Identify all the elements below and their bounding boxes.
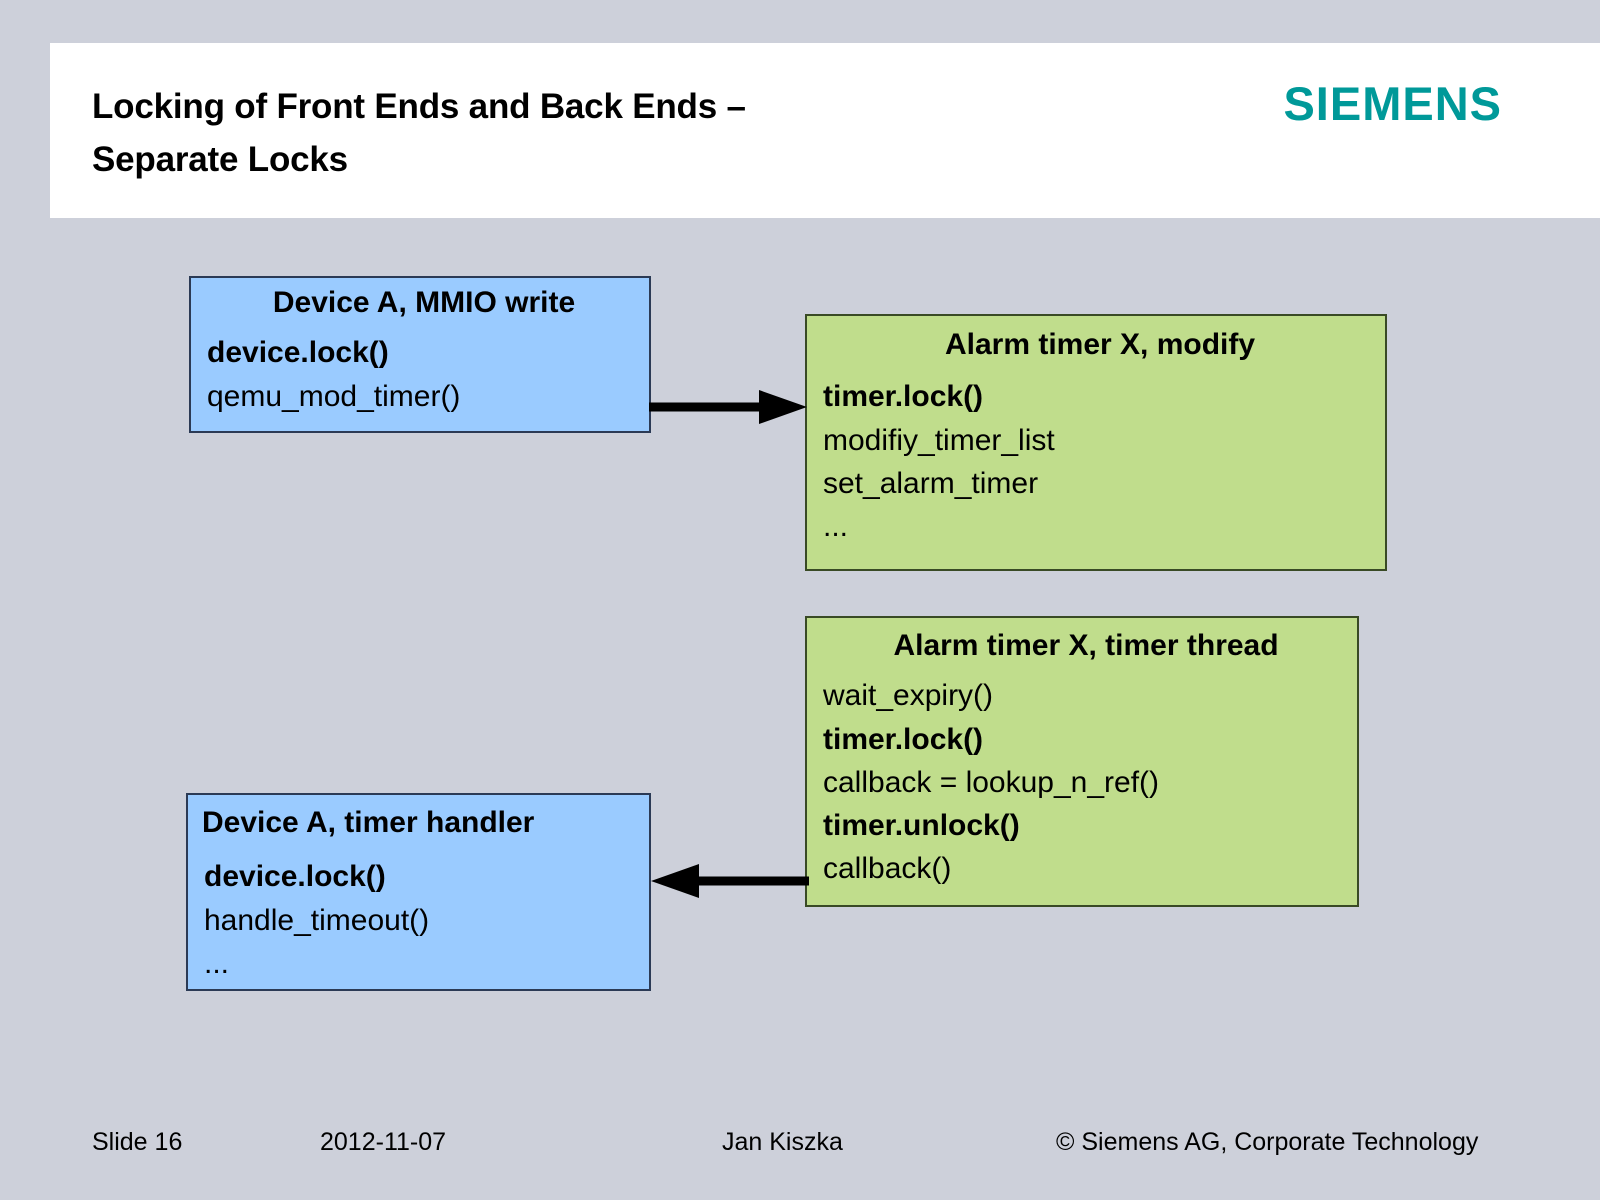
- slide-footer: Slide 16 2012-11-07 Jan Kiszka © Siemens…: [0, 1128, 1600, 1173]
- page-title: Locking of Front Ends and Back Ends – Se…: [92, 87, 746, 179]
- code-line: modifiy_timer_list: [823, 423, 1055, 457]
- code-line: handle_timeout(): [204, 903, 430, 937]
- code-line: device.lock(): [204, 860, 386, 894]
- node-title-mmio-write: Device A, MMIO write: [272, 286, 576, 319]
- footer-copyright: © Siemens AG, Corporate Technology: [1056, 1128, 1479, 1156]
- footer-date: 2012-11-07: [320, 1128, 447, 1156]
- node-body-mmio-write: device.lock() qemu_mod_timer(): [191, 319, 649, 417]
- code-line: timer.unlock(): [823, 808, 1020, 842]
- code-line: device.lock(): [207, 336, 389, 370]
- code-line: qemu_mod_timer(): [207, 379, 461, 413]
- footer-slide-number: Slide 16: [92, 1128, 183, 1156]
- code-line: wait_expiry(): [823, 679, 994, 713]
- arrow-left-icon: [651, 864, 809, 898]
- siemens-logo: SIEMENS: [1283, 77, 1502, 130]
- code-line: timer.lock(): [823, 722, 984, 756]
- diagram-node-alarm-thread: Alarm timer X, timer thread wait_expiry(…: [805, 616, 1359, 907]
- diagram-node-alarm-modify: Alarm timer X, modify timer.lock() modif…: [805, 314, 1387, 571]
- node-title-alarm-thread: Alarm timer X, timer thread: [893, 629, 1279, 662]
- code-line: ...: [823, 509, 849, 543]
- node-title-timer-handler: Device A, timer handler: [202, 806, 535, 839]
- node-body-alarm-modify: timer.lock() modifiy_timer_list set_alar…: [807, 361, 1385, 548]
- code-line: set_alarm_timer: [823, 466, 1039, 500]
- code-line: timer.lock(): [823, 380, 984, 414]
- footer-author: Jan Kiszka: [722, 1128, 843, 1156]
- arrow-right-icon: [649, 390, 807, 424]
- node-body-timer-handler: device.lock() handle_timeout() ...: [188, 839, 649, 985]
- code-line: callback(): [823, 852, 952, 886]
- slide-header-band: Locking of Front Ends and Back Ends – Se…: [50, 43, 1600, 218]
- code-line: ...: [204, 946, 230, 980]
- diagram-node-mmio-write: Device A, MMIO write device.lock() qemu_…: [189, 276, 651, 433]
- node-body-alarm-thread: wait_expiry() timer.lock() callback = lo…: [807, 662, 1357, 890]
- node-title-alarm-modify: Alarm timer X, modify: [944, 328, 1256, 361]
- code-line: callback = lookup_n_ref(): [823, 765, 1160, 799]
- diagram-node-timer-handler: Device A, timer handler device.lock() ha…: [186, 793, 651, 991]
